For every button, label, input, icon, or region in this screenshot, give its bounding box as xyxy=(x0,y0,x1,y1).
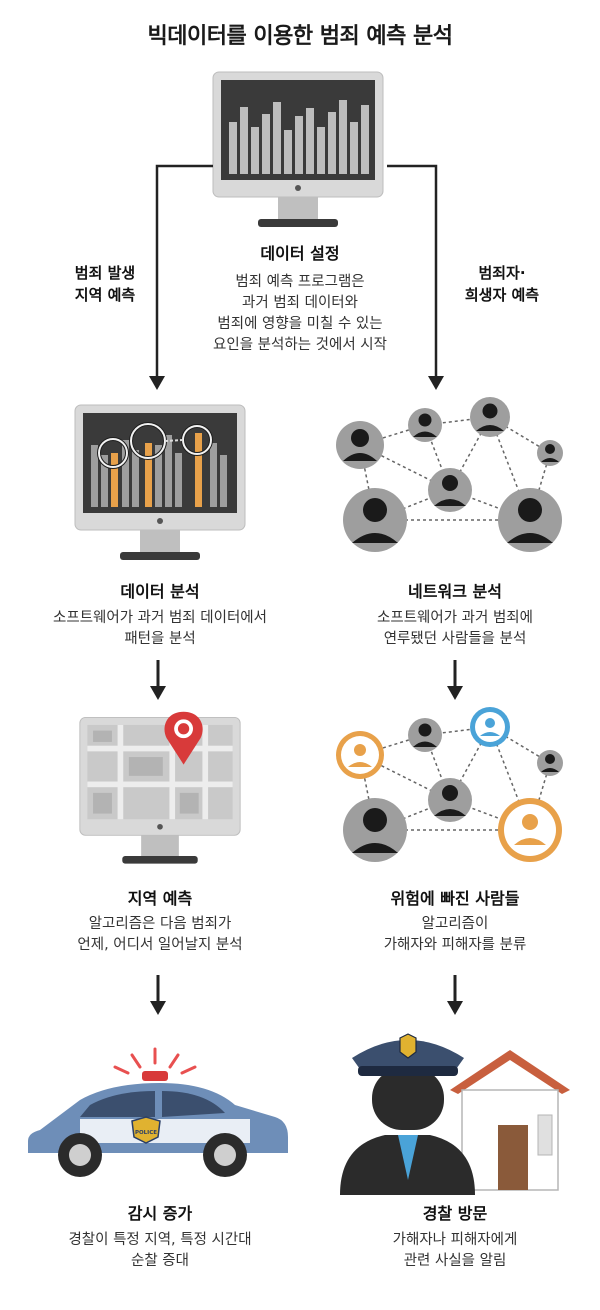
police-visit-description: 가해자나 피해자에게 관련 사실을 알림 xyxy=(392,1232,518,1269)
monitor-pattern-analysis-icon xyxy=(74,404,246,560)
increased-surveillance-heading: 감시 증가 xyxy=(127,1204,193,1223)
data-analysis-description: 소프트웨어가 과거 범죄 데이터에서 패턴을 분석 xyxy=(53,610,267,647)
police-officer-house-icon xyxy=(340,1033,570,1195)
area-prediction-heading: 지역 예측 xyxy=(127,889,193,908)
monitor-bar-chart-icon xyxy=(212,71,384,227)
people-network-icon xyxy=(336,397,563,552)
increased-surveillance-description: 경찰이 특정 지역, 특정 시간대 순찰 증대 xyxy=(68,1232,252,1269)
monitor-map-location-icon xyxy=(79,711,241,864)
police-badge-text: POLICE xyxy=(135,1130,157,1136)
crime-area-prediction-label: 범죄 발생 지역 예측 xyxy=(74,264,136,304)
arrow-down-icon xyxy=(447,975,463,1015)
offender-victim-prediction-label: 범죄자· 희생자 예측 xyxy=(464,264,540,304)
arrow-down-icon xyxy=(150,660,166,700)
arrow-down-icon xyxy=(447,660,463,700)
people-at-risk-description: 알고리즘이 가해자와 피해자를 분류 xyxy=(383,916,527,953)
network-analysis-heading: 네트워크 분석 xyxy=(408,582,502,601)
people-at-risk-network-icon xyxy=(336,707,563,862)
page-title: 빅데이터를 이용한 범죄 예측 분석 xyxy=(147,24,454,49)
arrow-down-icon xyxy=(150,975,166,1015)
data-setup-heading: 데이터 설정 xyxy=(260,244,340,263)
data-setup-description: 범죄 예측 프로그램은 과거 범죄 데이터와 범죄에 영향을 미칠 수 있는 요… xyxy=(213,274,387,353)
people-at-risk-heading: 위험에 빠진 사람들 xyxy=(390,889,520,908)
data-analysis-heading: 데이터 분석 xyxy=(120,582,200,601)
area-prediction-description: 알고리즘은 다음 범죄가 언제, 어디서 일어날지 분석 xyxy=(77,916,243,953)
network-analysis-description: 소프트웨어가 과거 범죄에 연루됐던 사람들을 분석 xyxy=(377,610,533,647)
police-visit-heading: 경찰 방문 xyxy=(422,1204,488,1223)
police-car-icon: POLICE xyxy=(28,1047,288,1177)
